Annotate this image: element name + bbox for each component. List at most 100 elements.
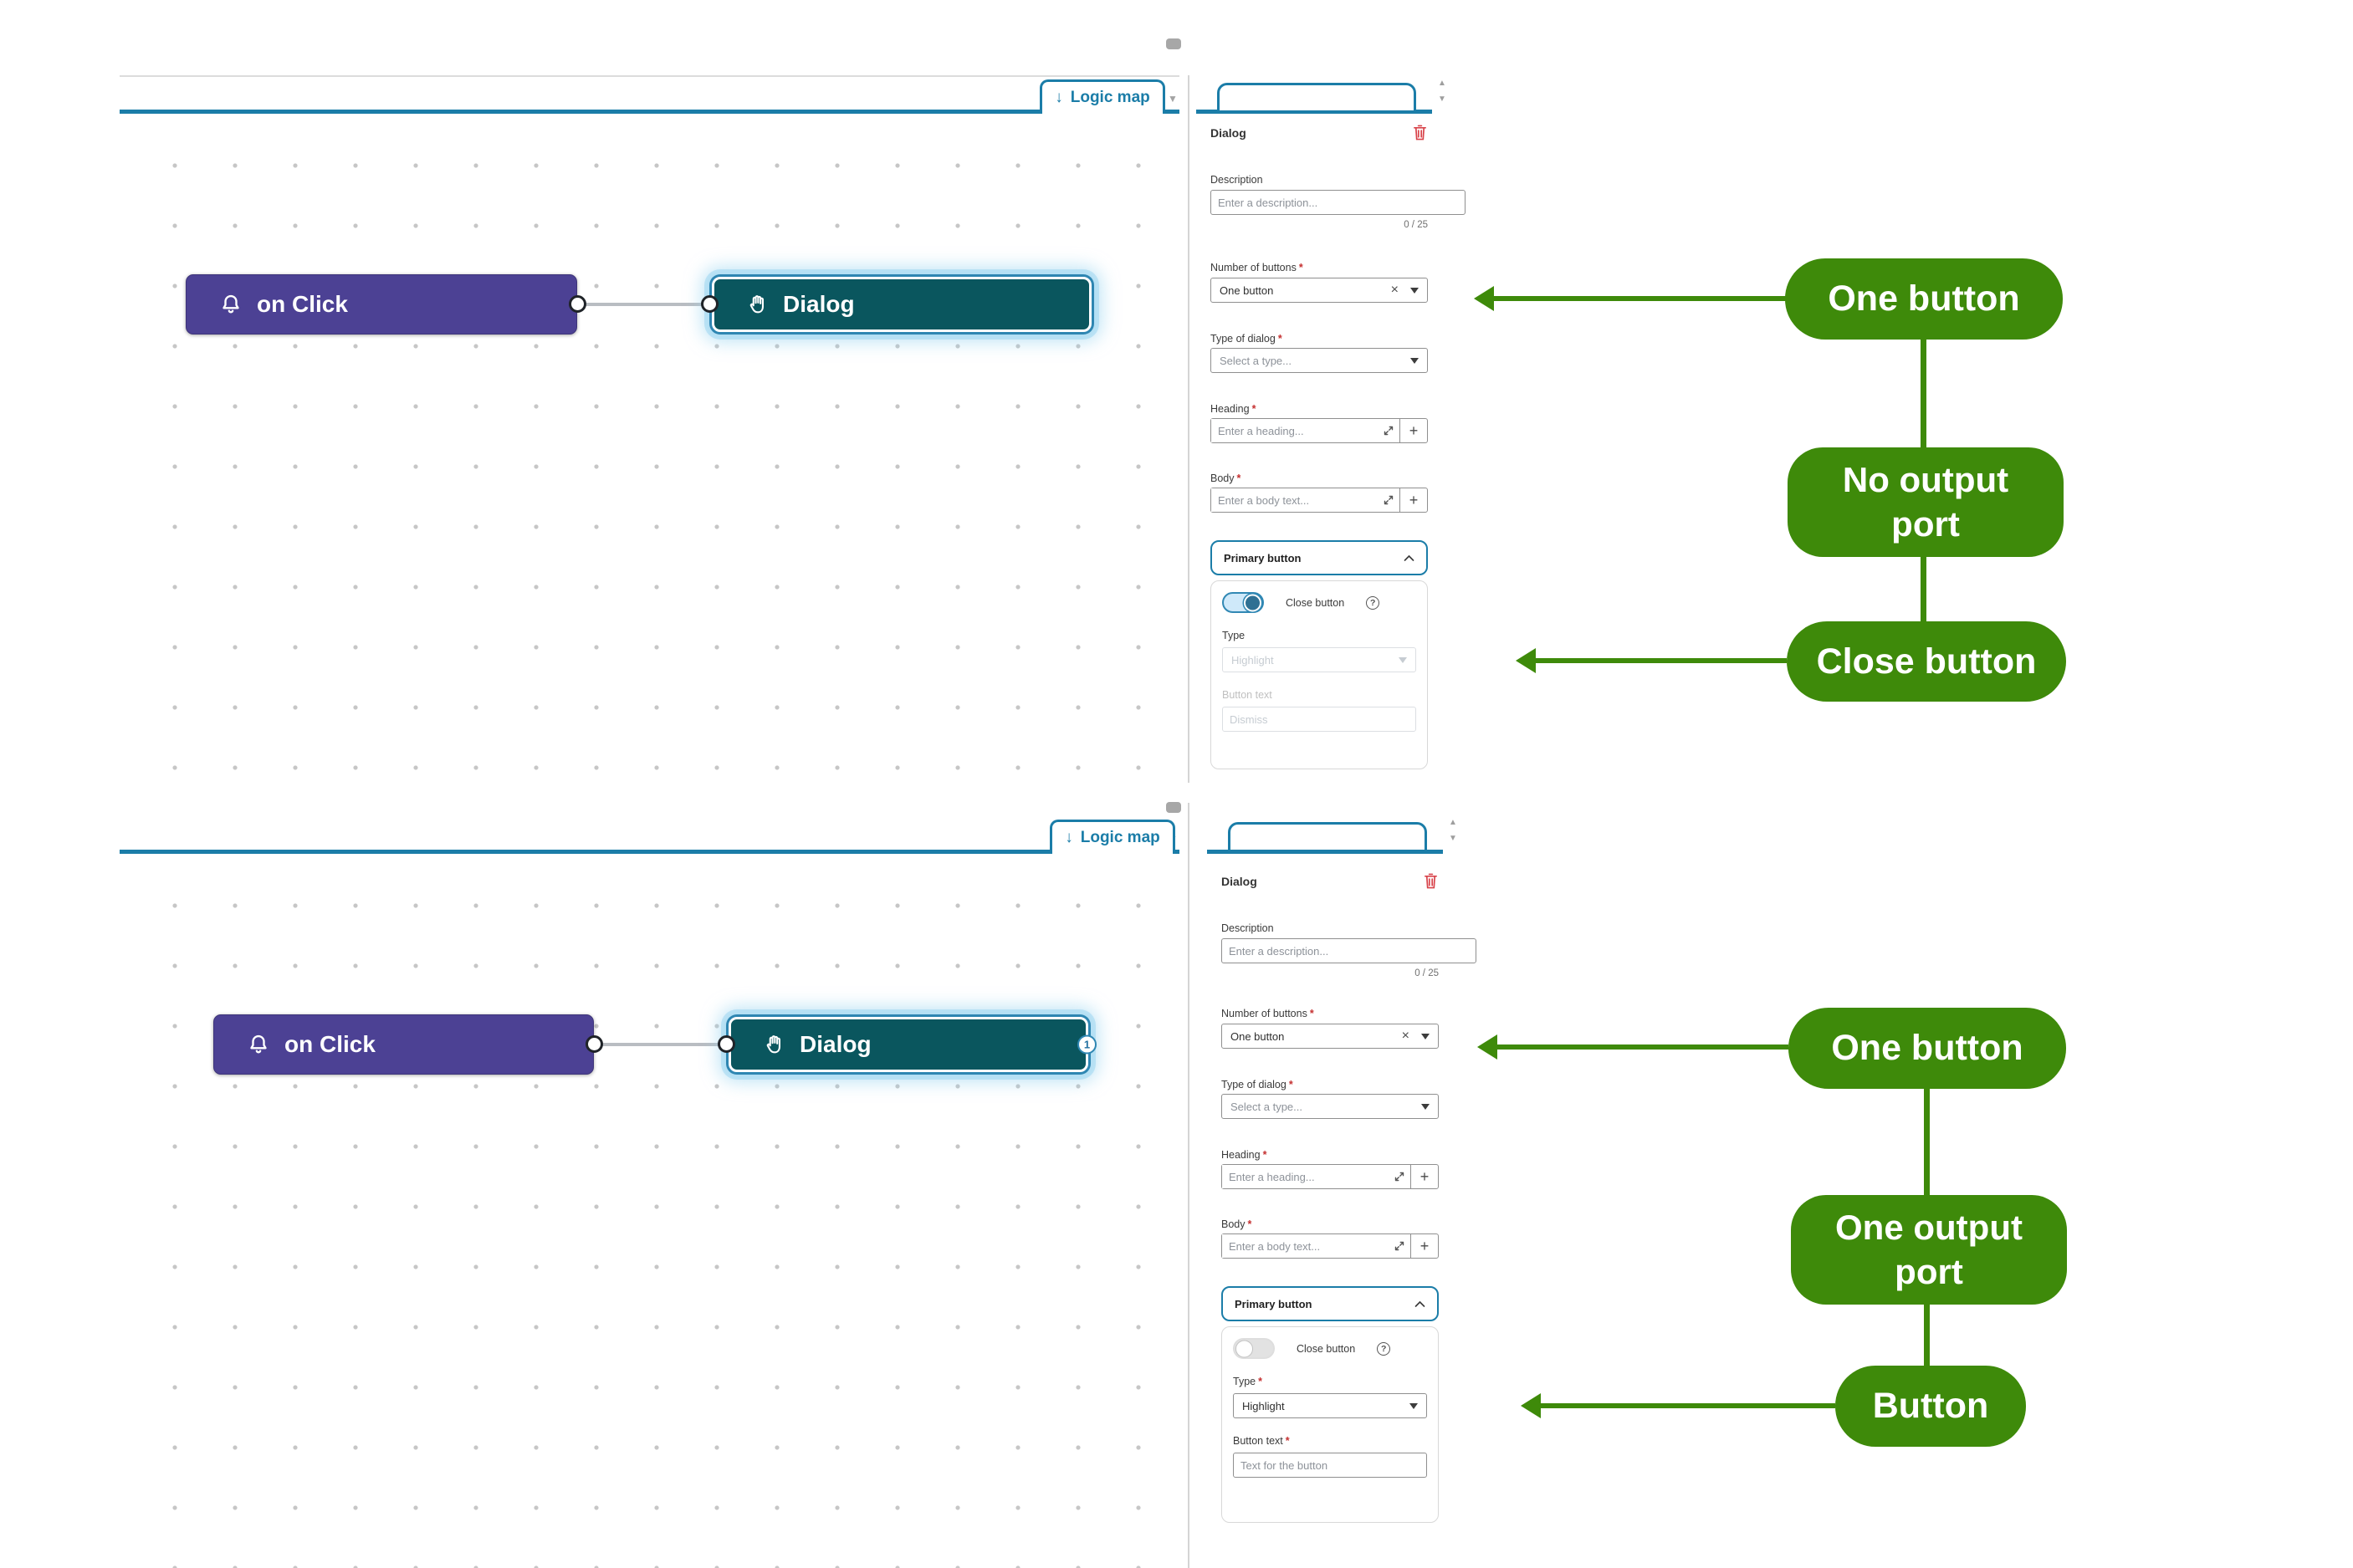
input-port[interactable] [701, 295, 719, 313]
annotation-arrow [1492, 296, 1787, 301]
heading-input[interactable] [1222, 1165, 1389, 1188]
annotation-arrowhead [1521, 1393, 1541, 1418]
type-value: Highlight [1242, 1399, 1285, 1412]
clear-icon[interactable]: × [1401, 1029, 1409, 1043]
description-label: Description [1221, 922, 1274, 934]
required-marker: * [1277, 333, 1282, 345]
tab-logic-map-label: Logic map [1070, 89, 1150, 106]
body-input[interactable] [1211, 488, 1378, 512]
logic-canvas[interactable] [120, 114, 1179, 783]
panel-underline [1196, 110, 1432, 114]
heading-field: + [1210, 418, 1428, 443]
panel-underline [1207, 850, 1443, 854]
primary-button-section-header[interactable]: Primary button [1221, 1286, 1439, 1321]
annotation-arrow [1496, 1044, 1788, 1050]
node-on-click-label: on Click [257, 291, 348, 317]
output-port[interactable] [586, 1035, 603, 1053]
description-input[interactable] [1221, 938, 1476, 963]
annotation-connector [1924, 1305, 1930, 1366]
edge-connector [577, 303, 709, 306]
scroll-up-icon[interactable]: ▲ [1438, 79, 1446, 88]
toggle-knob [1235, 1340, 1253, 1357]
number-of-buttons-select[interactable]: One button × [1221, 1024, 1439, 1049]
close-button-toggle[interactable] [1233, 1338, 1275, 1359]
trash-icon[interactable] [1412, 124, 1428, 141]
primary-button-header-label: Primary button [1235, 1297, 1312, 1310]
chevron-down-icon[interactable] [1410, 287, 1419, 294]
number-of-buttons-value: One button [1230, 1029, 1285, 1043]
expand-icon[interactable] [1378, 488, 1399, 512]
edge-connector [594, 1043, 726, 1046]
required-marker: * [1251, 403, 1256, 415]
button-text-input-disabled [1222, 707, 1416, 732]
output-port[interactable] [569, 295, 586, 313]
logic-canvas[interactable] [120, 854, 1179, 1568]
number-of-buttons-select[interactable]: One button × [1210, 278, 1428, 303]
type-of-dialog-select[interactable]: Select a type... [1221, 1094, 1439, 1119]
annotation-button: Button [1835, 1366, 2026, 1447]
add-data-button[interactable]: + [1399, 488, 1427, 512]
scroll-up-icon[interactable]: ▲ [1449, 818, 1457, 827]
down-arrow-icon: ↓ [1055, 89, 1063, 106]
node-dialog[interactable]: Dialog [712, 277, 1092, 332]
node-on-click[interactable]: on Click [213, 1014, 594, 1075]
tab-logic-map[interactable]: ↓ Logic map [1040, 79, 1165, 114]
chevron-down-icon[interactable] [1421, 1103, 1430, 1110]
splitter-arrow-icon[interactable]: ▼ [1168, 93, 1178, 105]
heading-input[interactable] [1211, 419, 1378, 442]
expand-icon[interactable] [1378, 419, 1399, 442]
trash-icon[interactable] [1423, 872, 1439, 890]
required-marker: * [1288, 1079, 1293, 1090]
chevron-down-icon[interactable] [1421, 1033, 1430, 1039]
panel-tab-outline[interactable] [1228, 822, 1427, 850]
description-input[interactable] [1210, 190, 1466, 215]
expand-icon[interactable] [1389, 1165, 1410, 1188]
bell-icon [223, 294, 239, 314]
node-dialog[interactable]: Dialog 1 [729, 1017, 1097, 1072]
annotation-arrowhead [1477, 1034, 1497, 1060]
node-dialog-label: Dialog [783, 291, 855, 317]
number-of-buttons-label: Number of buttons [1210, 262, 1297, 273]
expand-icon[interactable] [1389, 1234, 1410, 1258]
chevron-down-icon[interactable] [1410, 357, 1419, 364]
type-of-dialog-select[interactable]: Select a type... [1210, 348, 1428, 373]
add-data-button[interactable]: + [1410, 1165, 1438, 1188]
splitter-handle[interactable] [1166, 38, 1181, 49]
annotation-arrow [1539, 1403, 1835, 1408]
chevron-up-icon [1414, 1300, 1425, 1307]
type-of-dialog-placeholder: Select a type... [1220, 354, 1292, 367]
hand-icon [766, 1035, 780, 1054]
tab-logic-map[interactable]: ↓ Logic map [1050, 820, 1175, 854]
add-data-button[interactable]: + [1410, 1234, 1438, 1258]
annotation-arrowhead [1474, 286, 1494, 311]
node-on-click-label: on Click [284, 1031, 376, 1057]
properties-panel: ▲ ▼ Dialog Description 0 / 25 Number of … [1207, 815, 1476, 1568]
annotation-one-button: One button [1785, 258, 2063, 340]
scroll-down-icon[interactable]: ▼ [1449, 834, 1457, 843]
annotation-close-button: Close button [1787, 621, 2066, 702]
required-marker: * [1247, 1218, 1252, 1230]
help-icon[interactable]: ? [1377, 1341, 1391, 1356]
add-data-button[interactable]: + [1399, 419, 1427, 442]
close-button-toggle[interactable] [1222, 592, 1264, 613]
type-select[interactable]: Highlight [1233, 1393, 1427, 1418]
scroll-down-icon[interactable]: ▼ [1438, 94, 1446, 104]
help-icon[interactable]: ? [1366, 595, 1380, 610]
input-port[interactable] [718, 1035, 735, 1053]
clear-icon[interactable]: × [1390, 283, 1399, 297]
tabbar-underline [120, 850, 1179, 854]
section-top: ↓ Logic map ▼ on Click Dialog ▲ ▼ Dialog… [120, 38, 2066, 783]
chevron-down-icon[interactable] [1409, 1402, 1418, 1409]
splitter-handle[interactable] [1166, 802, 1181, 813]
panel-divider [1188, 803, 1189, 1568]
body-input[interactable] [1222, 1234, 1389, 1258]
body-field: + [1221, 1233, 1439, 1259]
panel-tab-outline[interactable] [1217, 83, 1416, 110]
button-text-input[interactable] [1233, 1453, 1427, 1478]
annotation-connector [1921, 340, 1926, 447]
required-marker: * [1258, 1376, 1262, 1387]
primary-button-section-header[interactable]: Primary button [1210, 540, 1428, 575]
node-on-click[interactable]: on Click [186, 274, 577, 335]
annotation-one-button: One button [1788, 1008, 2066, 1089]
node-dialog-label: Dialog [800, 1031, 872, 1057]
